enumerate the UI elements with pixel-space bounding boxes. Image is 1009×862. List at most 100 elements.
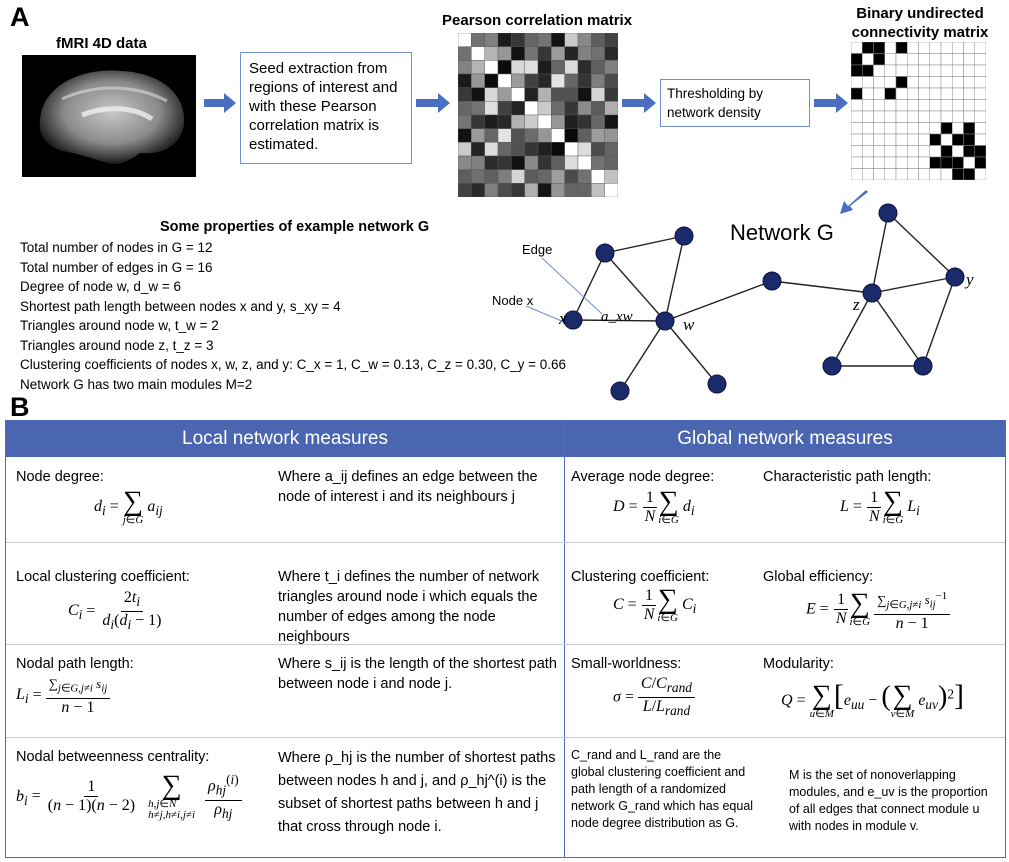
matrix-cell [524,114,539,129]
network-node [913,356,933,376]
matrix-cell [963,168,975,180]
matrix-cell [524,169,539,184]
properties-list: Total number of nodes in G = 12 Total nu… [20,238,566,394]
matrix-cell [524,128,539,143]
matrix-cell [862,76,874,89]
matrix-cell [551,101,565,116]
pearson-matrix [458,33,618,197]
network-node-w [655,311,675,331]
matrix-cell [918,42,930,54]
network-node [822,356,842,376]
network-node-z [862,283,882,303]
matrix-cell [564,155,579,170]
matrix-cell [484,155,499,170]
matrix-cell [564,87,579,102]
matrix-cell [873,110,885,123]
matrix-cell [907,76,919,89]
matrix-cell [458,128,472,143]
matrix-cell [884,122,897,135]
matrix-cell [471,60,485,75]
matrix-cell [940,42,953,54]
matrix-cell [537,155,552,170]
matrix-cell [511,128,525,143]
matrix-cell [551,60,565,75]
node-degree-description: Where a_ij defines an edge between the n… [278,469,538,505]
arrow-right-icon [416,93,450,113]
matrix-cell [591,142,605,157]
panel-b-letter: B [10,392,30,422]
matrix-cell [873,42,885,54]
matrix-cell [497,183,512,197]
matrix-cell [551,142,565,157]
matrix-cell [907,53,919,66]
matrix-cell [577,87,592,102]
matrix-cell [511,33,525,47]
matrix-cell [458,33,472,47]
small-worldness-description: C_rand and L_rand are the global cluster… [571,748,754,830]
matrix-cell [862,133,874,146]
matrix-cell [471,142,485,157]
matrix-cell [851,145,863,158]
step-threshold-box: Thresholding by network density [660,79,810,127]
matrix-cell [551,183,565,197]
matrix-cell [511,142,525,157]
matrix-cell [484,101,499,116]
matrix-cell [484,33,499,47]
matrix-cell [471,128,485,143]
matrix-cell [963,145,975,158]
matrix-cell [952,87,964,100]
matrix-cell [524,101,539,116]
matrix-cell [537,60,552,75]
matrix-cell [895,168,908,180]
matrix-cell [940,168,953,180]
matrix-cell [537,101,552,116]
global-measures-header: Global network measures [565,421,1005,457]
matrix-cell [851,156,863,169]
matrix-cell [524,87,539,102]
matrix-cell [511,87,525,102]
local-clustering-label: Local clustering coefficient: [16,569,190,585]
matrix-cell [577,155,592,170]
network-node [595,243,615,263]
matrix-cell [884,76,897,89]
matrix-cell [524,142,539,157]
matrix-cell [851,53,863,66]
matrix-cell [577,73,592,88]
matrix-cell [604,142,618,157]
step-seed-extraction-box: Seed extraction from regions of interest… [240,52,412,164]
matrix-cell [940,110,953,123]
matrix-cell [862,42,874,54]
matrix-cell [862,110,874,123]
matrix-cell [929,53,942,66]
matrix-cell [918,133,930,146]
matrix-cell [862,145,874,158]
matrix-cell [952,64,964,77]
matrix-cell [873,76,885,89]
matrix-cell [577,60,592,75]
matrix-cell [537,183,552,197]
property-2: Total number of edges in G = 16 [20,259,213,275]
matrix-cell [907,145,919,158]
matrix-cell [873,156,885,169]
matrix-cell [484,128,499,143]
matrix-cell [918,53,930,66]
binary-matrix [851,42,986,180]
matrix-cell [511,73,525,88]
matrix-cell [895,156,908,169]
matrix-cell [974,64,986,77]
matrix-cell [974,122,986,135]
matrix-cell [604,87,618,102]
matrix-cell [851,42,863,54]
matrix-cell [952,122,964,135]
matrix-cell [484,169,499,184]
matrix-cell [895,64,908,77]
matrix-cell [458,73,472,88]
matrix-cell [577,169,592,184]
matrix-cell [577,128,592,143]
property-3: Degree of node w, d_w = 6 [20,279,181,294]
property-1: Total number of nodes in G = 12 [20,240,213,255]
matrix-cell [918,64,930,77]
matrix-cell [551,33,565,47]
